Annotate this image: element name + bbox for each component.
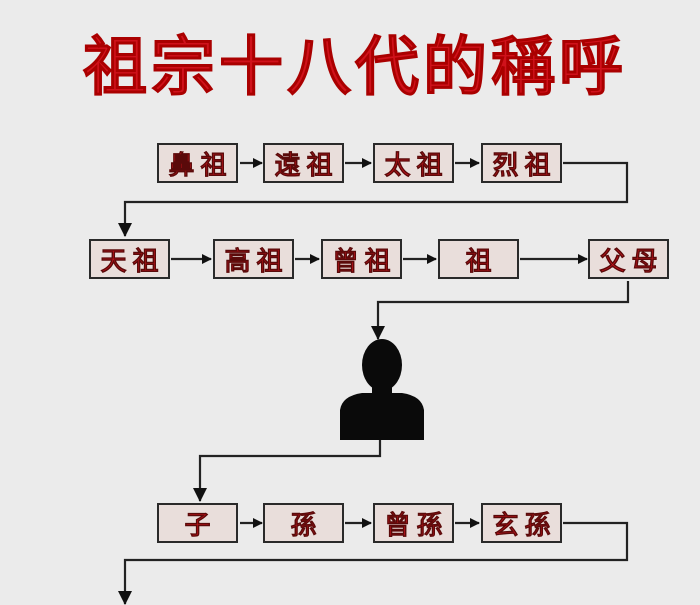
- box-zengsun: 曾孫: [373, 503, 454, 543]
- box-zengzu: 曾祖: [321, 239, 402, 279]
- box-sun: 孫: [263, 503, 344, 543]
- person-silhouette-icon: [340, 339, 424, 440]
- box-tianzu: 天祖: [89, 239, 170, 279]
- box-bizu: 鼻祖: [157, 143, 238, 183]
- box-gaozu: 高祖: [213, 239, 294, 279]
- box-fumu: 父母: [588, 239, 669, 279]
- box-xuansun: 玄孫: [481, 503, 562, 543]
- diagram-title: 祖宗十八代的稱呼: [83, 30, 627, 106]
- box-yuanzu: 遠祖: [263, 143, 344, 183]
- connector-self-row3: [193, 440, 382, 502]
- connector-row2-self: [371, 281, 630, 340]
- box-zu: 祖: [438, 239, 519, 279]
- box-zi: 子: [157, 503, 238, 543]
- box-taizu: 太祖: [373, 143, 454, 183]
- connector-row1-row2: [118, 161, 629, 237]
- box-liezu: 烈祖: [481, 143, 562, 183]
- connector-row3-next: [118, 521, 629, 605]
